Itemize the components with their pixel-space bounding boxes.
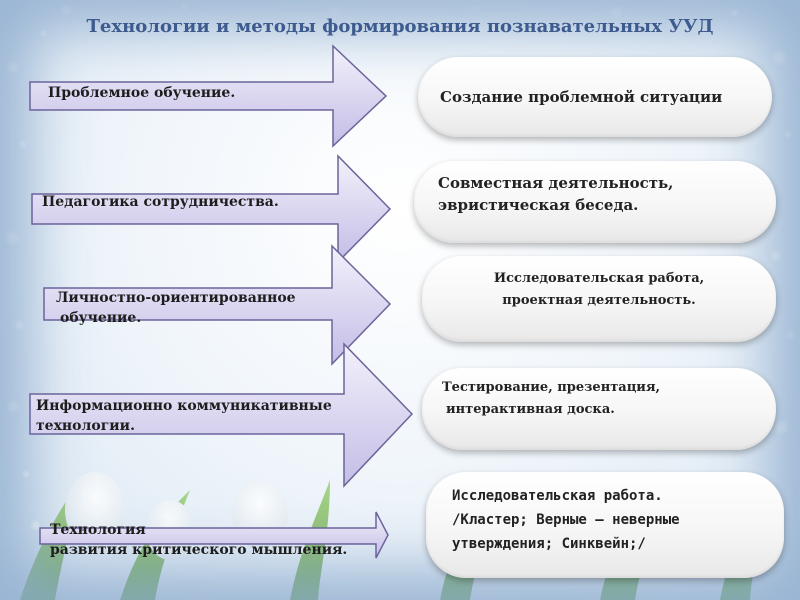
method-text: проектная деятельность.	[502, 293, 696, 308]
technology-label: Педагогика сотрудничества.	[42, 194, 279, 210]
method-text: Исследовательская работа.	[452, 488, 663, 504]
method-text: Создание проблемной ситуации	[440, 88, 723, 106]
technology-label: Информационно коммуникативные технологии…	[36, 398, 332, 434]
technology-label: Проблемное обучение.	[48, 85, 236, 101]
method-card: Создание проблемной ситуации	[418, 57, 772, 137]
method-text: Тестирование, презентация,	[442, 380, 661, 395]
arrow-shape	[29, 44, 388, 148]
method-text: утверждения; Синквейн;/	[452, 536, 646, 552]
method-text: /Кластер; Верные – неверные	[452, 512, 680, 528]
method-card: Совместная деятельность, эвристическая б…	[414, 161, 776, 243]
method-card: Исследовательская работа. /Кластер; Верн…	[426, 472, 784, 578]
method-card: Исследовательская работа, проектная деят…	[422, 256, 776, 342]
slide-title: Технологии и методы формирования познава…	[86, 16, 714, 37]
method-text: Исследовательская работа,	[493, 271, 705, 286]
technology-label: Технология развития критического мышлени…	[50, 522, 348, 558]
technology-label: Личностно-ориентированное обучение.	[56, 290, 296, 326]
method-text: интерактивная доска.	[446, 402, 615, 417]
method-text: Совместная деятельность,	[438, 174, 674, 192]
method-text: эвристическая беседа.	[438, 196, 639, 214]
method-card: Тестирование, презентация, интерактивная…	[422, 368, 776, 450]
